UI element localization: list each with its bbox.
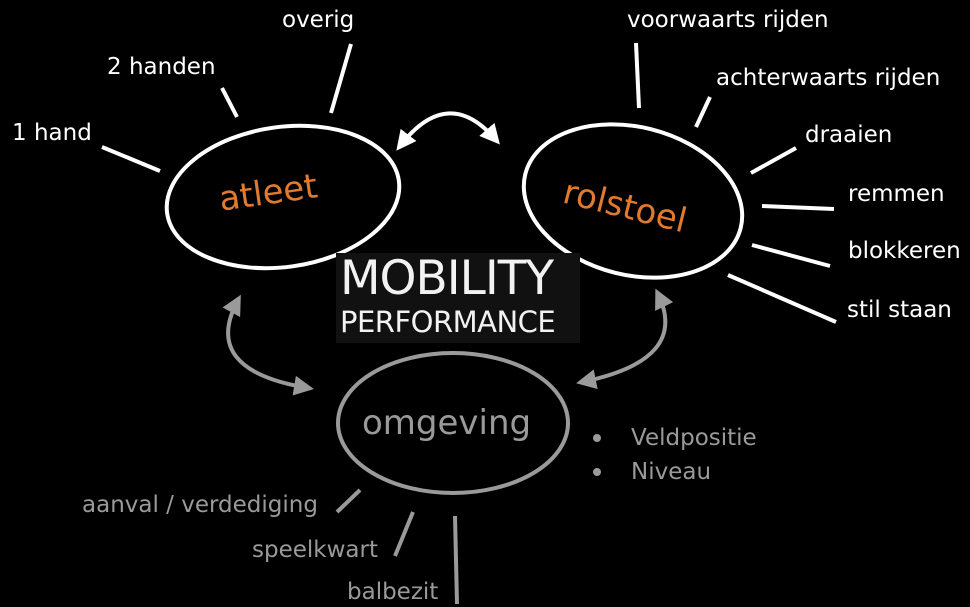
environment-spoke [335,488,362,514]
bullet-text: Veldpositie [631,424,757,451]
athlete-ellipse [164,123,402,271]
bullet-text: Niveau [631,458,712,485]
wheelchair-ellipse [521,122,745,280]
bullet-dot-icon [593,434,601,442]
mobility-performance-logo: MOBILITY PERFORMANCE [336,253,580,343]
environment-factor-label: balbezit [347,579,439,605]
wheelchair-factor-label: stil staan [847,297,952,323]
wheelchair-factor-label: remmen [848,181,945,207]
athlete-spoke [220,87,239,118]
wheelchair-environment-arrow [576,288,674,389]
logo-title: MOBILITY [340,251,554,306]
environment-factor-label: speelkwart [252,537,378,563]
wheelchair-spoke [750,146,797,175]
environment-spoke [393,511,415,557]
athlete-factor-label: 2 handen [107,54,216,80]
wheelchair-factor-label: voorwaarts rijden [627,7,829,33]
athlete-factor-label: overig [282,7,355,33]
environment-ellipse [336,351,570,495]
bullet-dot-icon [593,468,601,476]
wheelchair-spoke [727,273,837,324]
athlete-factor-label: 1 hand [12,120,92,146]
environment-bullet-list: Veldpositie Niveau [593,421,757,489]
bullet-item: Veldpositie [593,421,757,455]
logo-subtitle: PERFORMANCE [340,305,556,339]
wheelchair-spoke [694,96,712,128]
environment-spoke [453,515,459,605]
athlete-spoke [329,43,353,114]
wheelchair-spoke [634,42,641,109]
environment-node-label: omgeving [362,403,532,443]
athlete-spoke [101,145,161,173]
environment-factor-label: aanval / verdediging [82,492,318,518]
wheelchair-factor-label: draaien [805,122,893,148]
wheelchair-factor-label: achterwaarts rijden [716,65,941,91]
athlete-wheelchair-arrow [396,111,500,151]
athlete-environment-arrow [222,294,314,396]
wheelchair-factor-label: blokkeren [848,238,961,264]
wheelchair-spoke [761,204,835,211]
wheelchair-spoke [751,243,831,268]
bullet-item: Niveau [593,455,757,489]
